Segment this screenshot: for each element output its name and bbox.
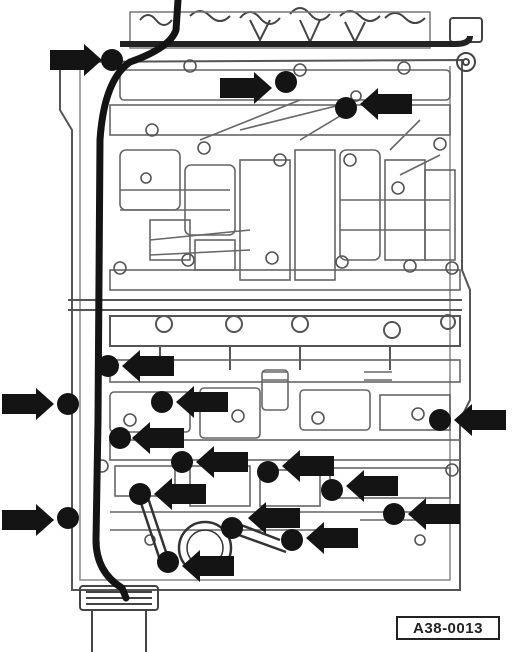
callout-dot-13 bbox=[57, 507, 79, 529]
callout-markers bbox=[2, 44, 506, 582]
callout-arrow-14 bbox=[248, 502, 300, 534]
callout-arrow-12 bbox=[154, 478, 206, 510]
callout-arrow-3 bbox=[360, 88, 412, 120]
callout-dot-7 bbox=[109, 427, 131, 449]
callout-dot-17 bbox=[157, 551, 179, 573]
callout-dot-11 bbox=[321, 479, 343, 501]
figure-reference-box: A38-0013 bbox=[396, 616, 500, 640]
callout-arrow-13 bbox=[2, 504, 54, 536]
callout-arrow-11 bbox=[346, 470, 398, 502]
callout-arrow-15 bbox=[306, 522, 358, 554]
callout-dot-14 bbox=[221, 517, 243, 539]
callout-arrow-7 bbox=[132, 422, 184, 454]
callout-arrow-4 bbox=[122, 350, 174, 382]
figure-reference-number: A38-0013 bbox=[413, 619, 483, 637]
housing-inner-outline bbox=[79, 66, 451, 581]
callout-dot-16 bbox=[383, 503, 405, 525]
callout-dot-15 bbox=[281, 529, 303, 551]
callout-arrow-10 bbox=[282, 450, 334, 482]
callout-dot-6 bbox=[151, 391, 173, 413]
upper-fasteners bbox=[113, 59, 459, 275]
main-wiring-harness bbox=[92, 0, 182, 602]
valve-body-line-art bbox=[59, 7, 483, 652]
bottom-connector-plug bbox=[79, 585, 159, 652]
callout-arrow-2 bbox=[220, 72, 272, 104]
callout-arrow-16 bbox=[408, 498, 460, 530]
callout-arrow-9 bbox=[454, 404, 506, 436]
callout-dot-1 bbox=[101, 49, 123, 71]
callout-dot-10 bbox=[257, 461, 279, 483]
callout-arrow-1 bbox=[50, 44, 102, 76]
callout-arrow-6 bbox=[176, 386, 228, 418]
callout-dot-12 bbox=[129, 483, 151, 505]
top-harness-rail bbox=[120, 35, 473, 47]
callout-dot-3 bbox=[335, 97, 357, 119]
callout-arrow-5 bbox=[2, 388, 54, 420]
callout-arrow-8 bbox=[196, 446, 248, 478]
callout-dot-2 bbox=[275, 71, 297, 93]
callout-dot-4 bbox=[97, 355, 119, 377]
callout-dot-8 bbox=[171, 451, 193, 473]
upper-valve-section bbox=[109, 69, 461, 291]
callout-dot-9 bbox=[429, 409, 451, 431]
callout-arrow-17 bbox=[182, 550, 234, 582]
callout-dot-5 bbox=[57, 393, 79, 415]
